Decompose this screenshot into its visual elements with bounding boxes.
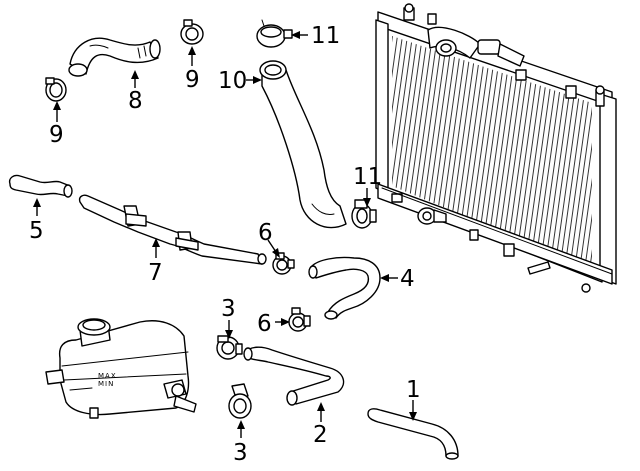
callout-9-top: 9 bbox=[185, 67, 200, 93]
callout-4: 4 bbox=[400, 266, 415, 292]
lower-hose-2 bbox=[243, 346, 345, 406]
bypass-hose-5 bbox=[8, 174, 73, 198]
hose-clamp-3a bbox=[216, 335, 243, 360]
callout-11-mid: 11 bbox=[353, 164, 382, 190]
upper-radiator-hose-8 bbox=[68, 37, 161, 77]
min-marking: MIN bbox=[98, 380, 114, 388]
hose-clamp-6b bbox=[288, 307, 311, 332]
callout-8: 8 bbox=[128, 88, 143, 114]
callout-6-lower: 6 bbox=[257, 311, 272, 337]
callout-5: 5 bbox=[29, 218, 44, 244]
reservoir-hose-1 bbox=[367, 408, 459, 460]
radiator-hose-10 bbox=[259, 60, 347, 229]
hose-clamp-11b bbox=[351, 199, 377, 229]
max-marking: MAX bbox=[98, 372, 117, 380]
callout-labels: 9 8 9 11 10 11 5 7 6 4 6 3 3 2 1 bbox=[29, 23, 421, 466]
hose-clamp-3b bbox=[228, 383, 252, 419]
callout-7: 7 bbox=[148, 260, 163, 286]
hose-clamp-9a bbox=[45, 77, 67, 102]
coolant-pipe-7 bbox=[78, 194, 267, 265]
callout-3-lower: 3 bbox=[233, 440, 248, 466]
hose-clamp-6a bbox=[272, 252, 295, 275]
callout-3-upper: 3 bbox=[221, 296, 236, 322]
hose-clamp-9b bbox=[180, 19, 204, 45]
coolant-reservoir: MAX MIN bbox=[45, 318, 197, 419]
hose-clamp-11a bbox=[256, 19, 293, 48]
callout-10: 10 bbox=[218, 68, 247, 94]
callout-11-top: 11 bbox=[311, 23, 340, 49]
callout-6-upper: 6 bbox=[258, 220, 273, 246]
radiator bbox=[375, 3, 617, 293]
callout-2: 2 bbox=[313, 422, 328, 448]
heater-hose-4 bbox=[308, 256, 381, 320]
callout-leaders bbox=[33, 31, 417, 438]
callout-1: 1 bbox=[406, 377, 421, 403]
callout-9-left: 9 bbox=[49, 122, 64, 148]
